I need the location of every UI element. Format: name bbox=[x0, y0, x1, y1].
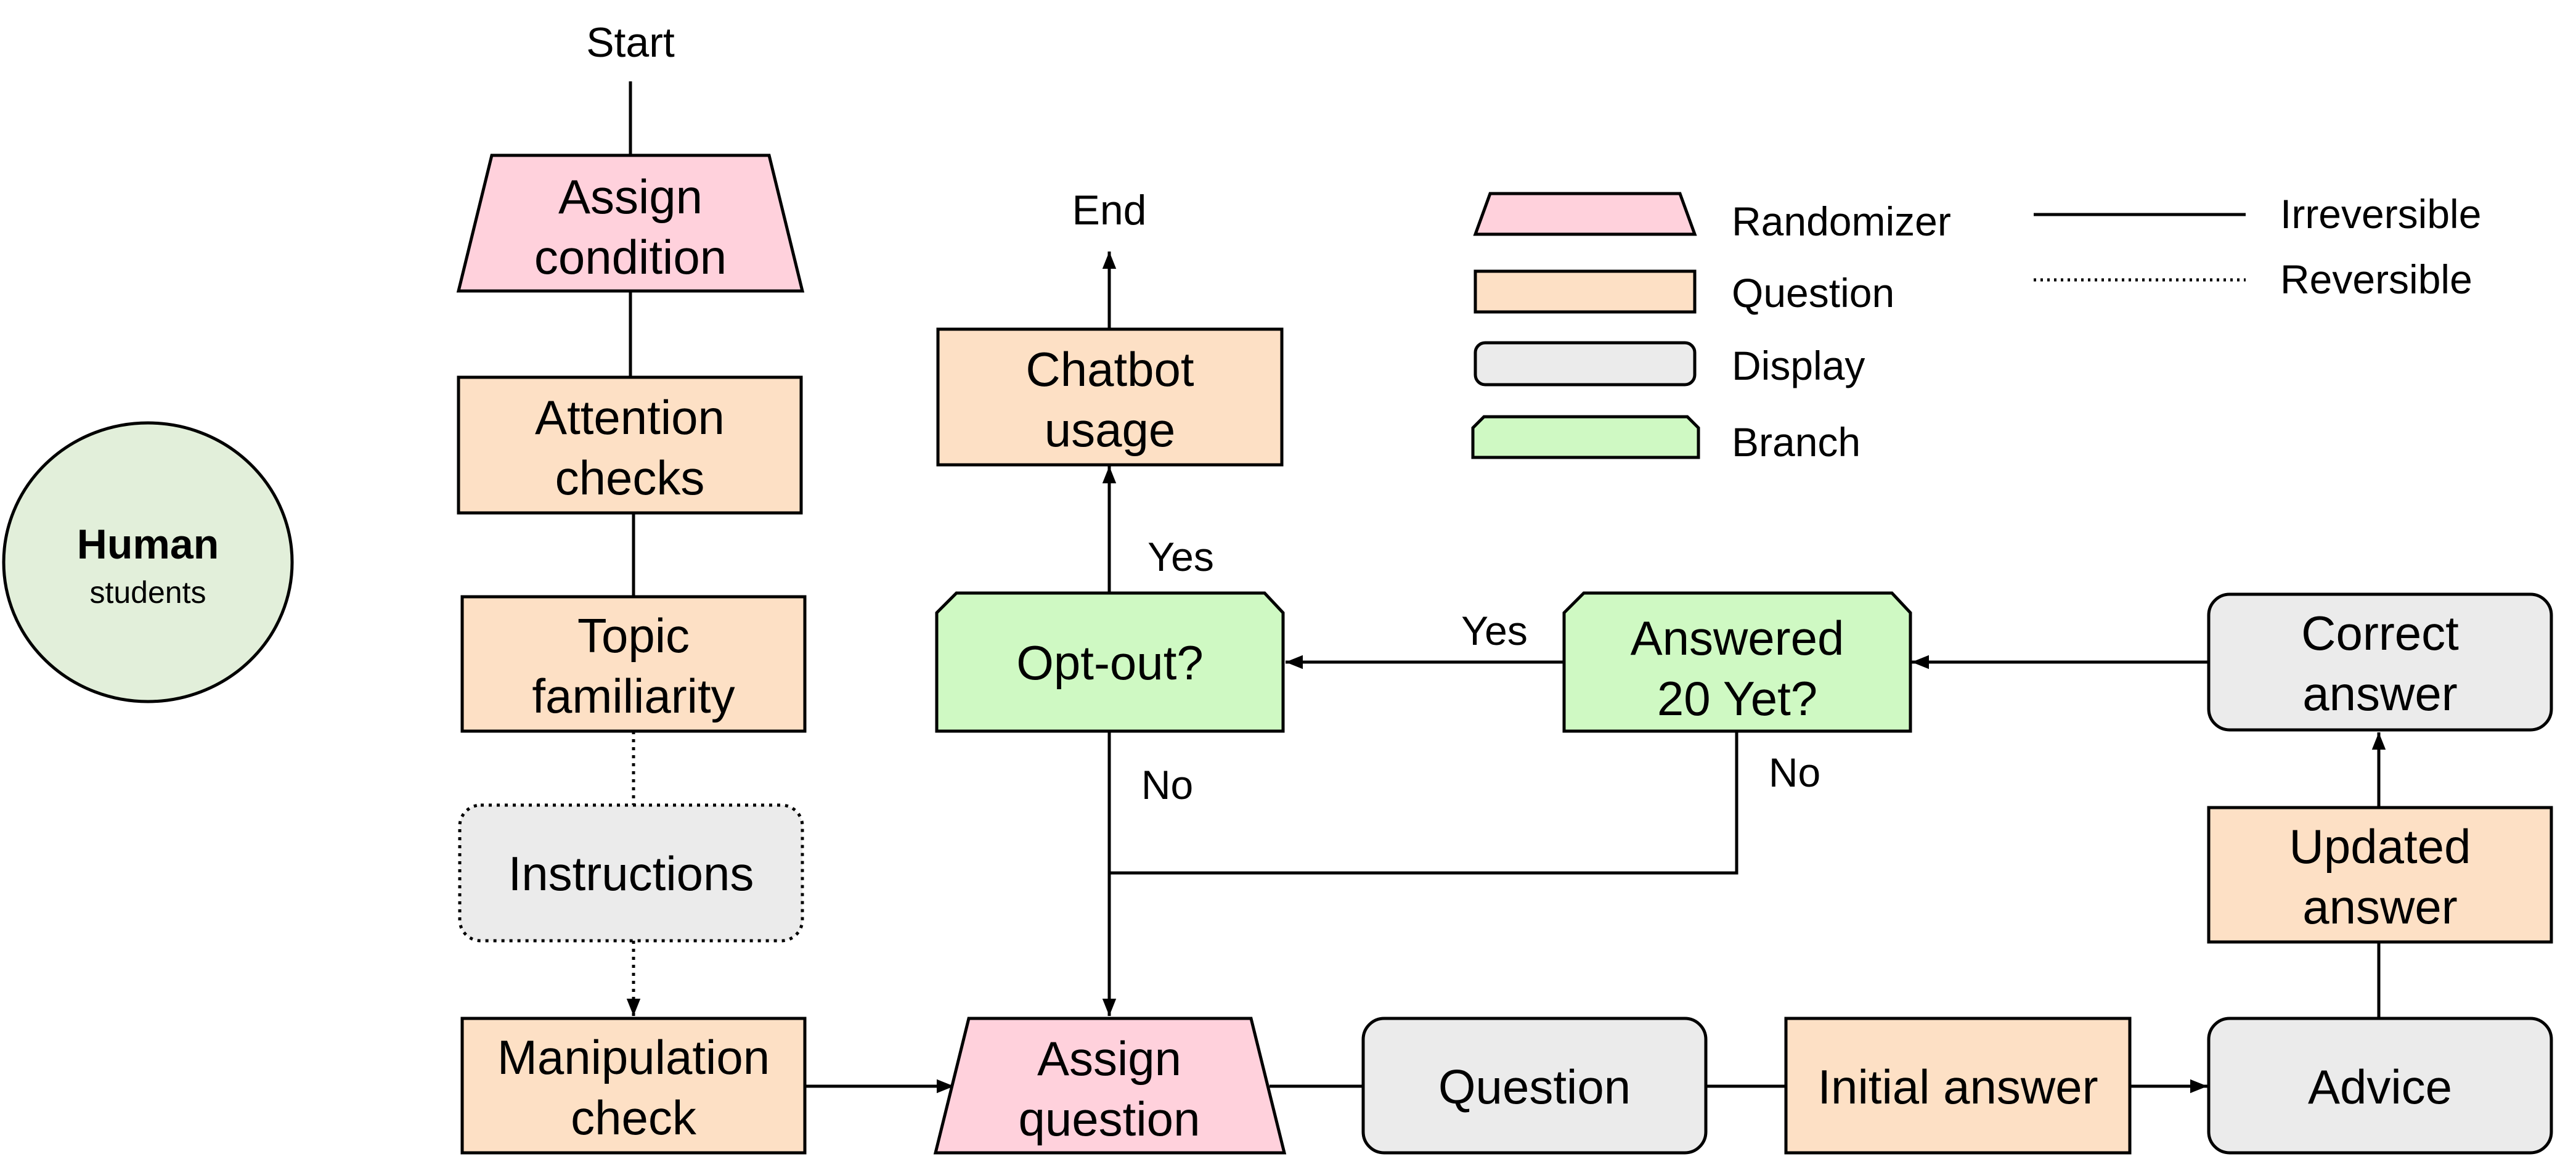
updated-answer-line1: Updated bbox=[2289, 819, 2471, 874]
node-opt-out: Opt-out? bbox=[935, 591, 1285, 733]
assign-condition-line2: condition bbox=[534, 230, 727, 284]
legend-reversible-label: Reversible bbox=[2280, 256, 2472, 302]
advice-shape bbox=[2207, 1017, 2553, 1155]
participant-node: Human students bbox=[2, 421, 294, 703]
topic-familiarity-line2: familiarity bbox=[532, 669, 735, 723]
manipulation-check-line1: Manipulation bbox=[497, 1030, 770, 1084]
edge-label-optout-yes: Yes bbox=[1147, 534, 1214, 579]
attention-checks-shape bbox=[457, 375, 803, 515]
instructions-line1: Instructions bbox=[508, 846, 754, 901]
node-advice: Advice bbox=[2207, 1017, 2553, 1155]
assign-condition-shape bbox=[456, 154, 805, 293]
topic-familiarity-shape bbox=[460, 595, 807, 733]
edge-label-optout-no: No bbox=[1141, 762, 1193, 808]
correct-answer-line1: Correct bbox=[2301, 606, 2459, 660]
edge-label-answered-yes: Yes bbox=[1461, 608, 1528, 653]
start-label: Start bbox=[586, 19, 675, 66]
chatbot-usage-line2: usage bbox=[1045, 403, 1176, 457]
question-shape bbox=[1361, 1017, 1708, 1155]
initial-answer-line1: Initial answer bbox=[1817, 1060, 2098, 1114]
node-manipulation-check: Manipulation check bbox=[460, 1017, 807, 1155]
node-updated-answer: Updated answer bbox=[2207, 806, 2553, 944]
edges bbox=[626, 81, 2386, 1094]
opt-out-line1: Opt-out? bbox=[1016, 636, 1204, 690]
legend-branch-swatch bbox=[1471, 415, 1700, 459]
node-question: Question bbox=[1361, 1017, 1708, 1155]
legend-display-swatch bbox=[1473, 341, 1697, 387]
answered-20-line1: Answered bbox=[1631, 611, 1844, 665]
legend-branch-label: Branch bbox=[1732, 419, 1861, 465]
initial-answer-shape bbox=[1784, 1017, 2132, 1155]
edge-label-answered-no: No bbox=[1769, 750, 1820, 795]
correct-answer-line2: answer bbox=[2302, 666, 2457, 721]
manipulation-check-shape bbox=[460, 1017, 807, 1155]
edge-answered-no-loop bbox=[1109, 731, 1738, 875]
assign-question-line1: Assign bbox=[1037, 1031, 1181, 1086]
node-chatbot-usage: Chatbot usage bbox=[936, 327, 1284, 467]
participant-subtitle: students bbox=[89, 575, 206, 610]
node-answered-20: Answered 20 Yet? bbox=[1562, 591, 1912, 733]
chatbot-usage-shape bbox=[936, 327, 1284, 467]
legend-randomizer-swatch bbox=[1473, 192, 1697, 236]
updated-answer-line2: answer bbox=[2302, 880, 2457, 934]
node-correct-answer: Correct answer bbox=[2207, 592, 2553, 732]
node-assign-question: Assign question bbox=[933, 1017, 1287, 1155]
assign-condition-line1: Assign bbox=[558, 170, 703, 224]
node-topic-familiarity: Topic familiarity bbox=[460, 595, 807, 733]
manipulation-check-line2: check bbox=[571, 1091, 697, 1145]
opt-out-shape bbox=[935, 591, 1285, 733]
answered-20-line2: 20 Yet? bbox=[1657, 671, 1817, 726]
advice-line1: Advice bbox=[2308, 1060, 2452, 1114]
instructions-shape bbox=[458, 803, 804, 943]
legend-randomizer-label: Randomizer bbox=[1732, 199, 1951, 244]
attention-checks-line2: checks bbox=[555, 451, 705, 505]
participant-title: Human bbox=[77, 521, 219, 568]
answered-20-shape bbox=[1562, 591, 1912, 733]
node-assign-condition: Assign condition bbox=[456, 154, 805, 293]
assign-question-shape bbox=[933, 1017, 1287, 1155]
end-label: End bbox=[1072, 187, 1147, 234]
node-attention-checks: Attention checks bbox=[457, 375, 803, 515]
correct-answer-shape bbox=[2207, 592, 2553, 732]
assign-question-line2: question bbox=[1019, 1092, 1200, 1146]
topic-familiarity-line1: Topic bbox=[577, 608, 690, 663]
legend: Randomizer Question Display Branch Irrev… bbox=[1471, 191, 2481, 465]
node-instructions: Instructions bbox=[458, 803, 804, 943]
attention-checks-line1: Attention bbox=[535, 390, 725, 444]
legend-display-label: Display bbox=[1732, 343, 1865, 388]
chatbot-usage-line1: Chatbot bbox=[1025, 342, 1194, 396]
question-line1: Question bbox=[1438, 1060, 1631, 1114]
legend-question-label: Question bbox=[1732, 270, 1894, 316]
node-initial-answer: Initial answer bbox=[1784, 1017, 2132, 1155]
updated-answer-shape bbox=[2207, 806, 2553, 944]
legend-irreversible-label: Irreversible bbox=[2280, 191, 2481, 237]
legend-question-swatch bbox=[1473, 269, 1697, 314]
participant-circle bbox=[2, 421, 294, 703]
